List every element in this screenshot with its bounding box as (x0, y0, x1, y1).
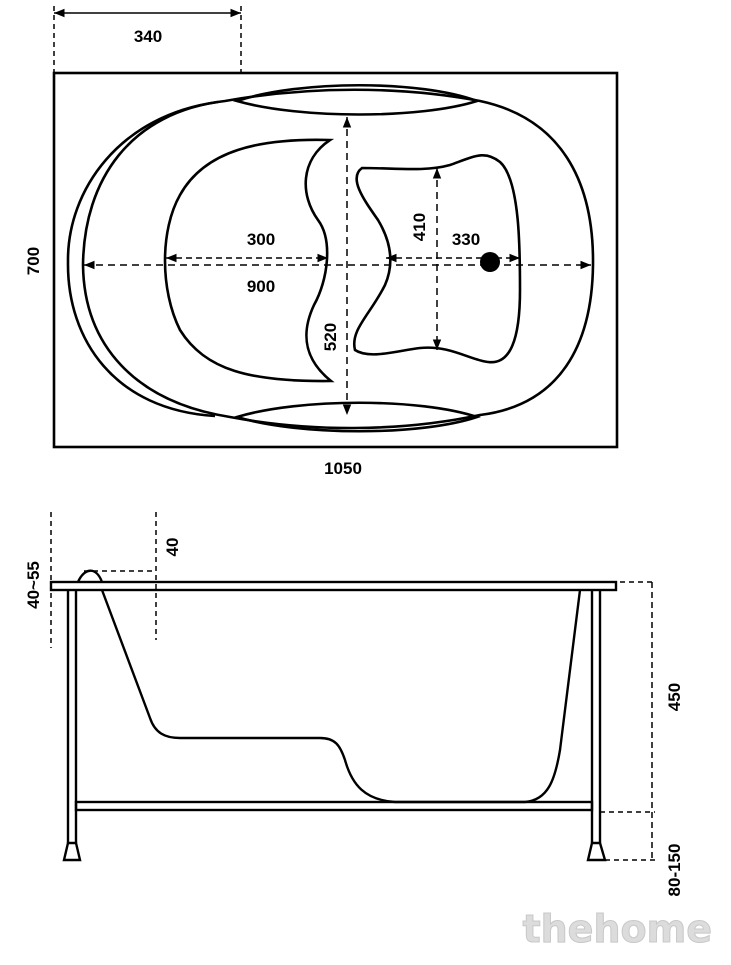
top-view-outline (52, 71, 619, 449)
tub-rim (49, 580, 618, 592)
dim-label-300: 300 (247, 230, 275, 249)
foot-right (586, 841, 607, 862)
dim-label-80-150: 80-150 (665, 844, 684, 897)
dim-label-410: 410 (410, 213, 429, 241)
foot-left (62, 841, 82, 862)
tub-rim-outer (81, 88, 595, 430)
dim-label-330: 330 (452, 230, 480, 249)
dim-label-520: 520 (321, 323, 340, 351)
dim-label-1050: 1050 (324, 459, 362, 478)
seat-basin (163, 138, 335, 383)
dim-label-450: 450 (665, 683, 684, 711)
dim-label-40-55: 40~55 (24, 561, 43, 609)
frame-crossbar (74, 800, 594, 812)
side-view (49, 569, 618, 862)
drain-hole (480, 252, 500, 272)
dim-label-340: 340 (134, 27, 162, 46)
armrest-bottom (232, 401, 482, 433)
headrest-lip (66, 100, 219, 418)
dim-label-40: 40 (163, 538, 182, 557)
dim-label-900: 900 (247, 277, 275, 296)
headrest-bump (76, 569, 104, 583)
tub-profile (100, 589, 582, 804)
watermark-logo: thehome (522, 907, 712, 951)
dim-label-700: 700 (24, 247, 43, 275)
top-view (52, 71, 619, 449)
armrest-top (232, 83, 482, 116)
side-view-dimension-lines (50, 512, 655, 861)
top-view-dimension-lines (53, 6, 591, 415)
